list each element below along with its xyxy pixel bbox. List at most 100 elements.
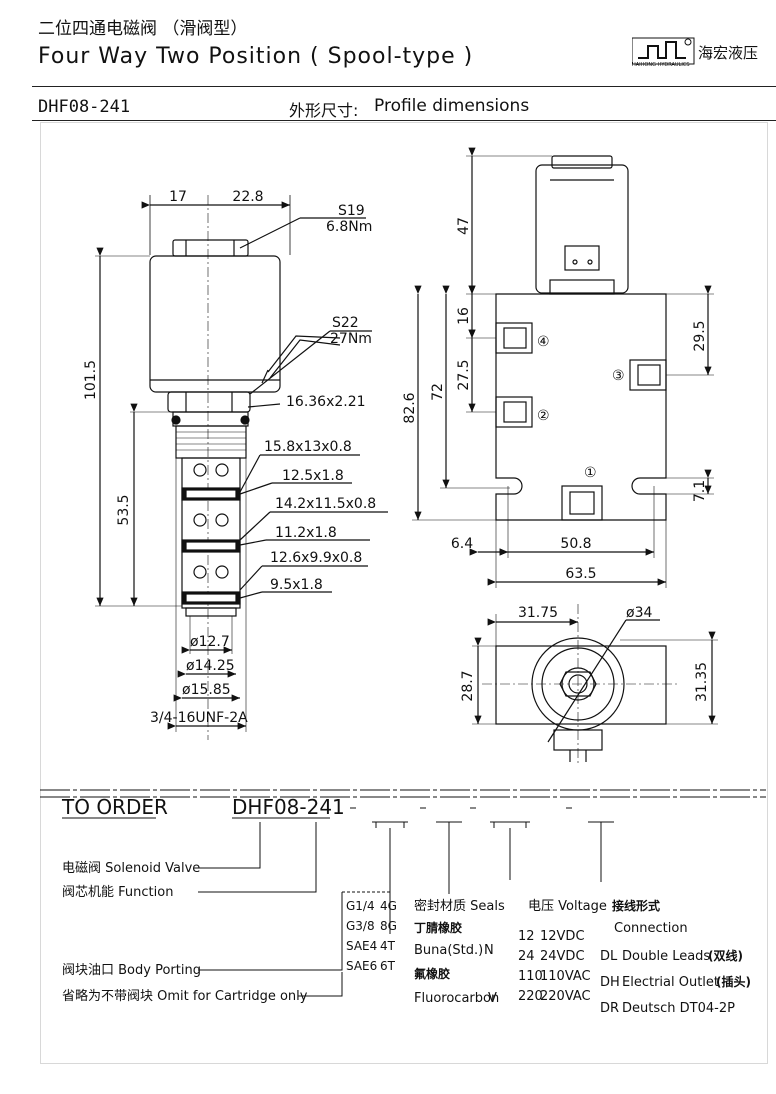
- svg-text:Double Leads: Double Leads: [622, 949, 710, 964]
- dim-27-5: 27.5: [456, 359, 472, 390]
- function-label: 阀芯机能 Function: [62, 885, 173, 900]
- to-order-label: TO ORDER: [61, 795, 168, 819]
- dim-28-7: 28.7: [460, 670, 476, 701]
- svg-text:Electrial Outlet: Electrial Outlet: [622, 975, 719, 990]
- svg-text:Deutsch DT04-2P: Deutsch DT04-2P: [622, 1001, 735, 1016]
- svg-text:4T: 4T: [380, 939, 396, 953]
- svg-text:氟橡胶: 氟橡胶: [414, 966, 450, 981]
- seal-4: 14.2x11.5x0.8: [275, 496, 376, 512]
- ordering-text: TO ORDER DHF08-241 电磁阀 Solenoid Valve 阀芯…: [61, 795, 751, 1016]
- svg-text:SAE6: SAE6: [346, 959, 377, 973]
- right-view-labels: 47 16 27.5 72 82.6 29.5 7.1 6.4 50.8 63.…: [402, 217, 708, 582]
- seal-3: 12.5x1.8: [282, 468, 344, 484]
- svg-text:G3/8: G3/8: [346, 919, 375, 933]
- seal-5: 11.2x1.8: [275, 525, 337, 541]
- profile-label-english: Profile dimensions: [374, 96, 530, 116]
- omit-label: 省略为不带阀块 Omit for Cartridge only: [62, 988, 308, 1004]
- port-2: ②: [537, 408, 550, 424]
- svg-text:G1/4: G1/4: [346, 899, 375, 913]
- svg-text:V: V: [488, 991, 497, 1006]
- logo-text-english: HAIHONG HYDRAULICS: [632, 62, 690, 68]
- dim-63-5: 63.5: [565, 566, 596, 582]
- svg-text:Buna(Std.): Buna(Std.): [414, 943, 483, 958]
- bottom-view-block: [472, 604, 718, 766]
- thread-spec: 3/4-16UNF-2A: [150, 710, 248, 726]
- svg-text:4G: 4G: [380, 899, 397, 913]
- dim-6-4: 6.4: [451, 536, 473, 552]
- svg-text:DR: DR: [600, 1001, 619, 1016]
- company-logo: [631, 34, 756, 68]
- seals-title: 密封材质 Seals: [414, 898, 505, 914]
- s22-label: S22: [332, 315, 359, 331]
- svg-text:12VDC: 12VDC: [540, 929, 585, 944]
- port-4: ④: [537, 334, 550, 350]
- solenoid-valve-label: 电磁阀 Solenoid Valve: [62, 861, 200, 876]
- seal-7: 9.5x1.8: [270, 577, 323, 593]
- order-model: DHF08-241: [232, 795, 345, 819]
- header-rule-bottom: [32, 120, 776, 121]
- dim-72: 72: [430, 383, 446, 401]
- svg-text:N: N: [484, 943, 494, 958]
- height-total: 101.5: [83, 360, 99, 400]
- left-view-cartridge: [95, 195, 388, 740]
- svg-text:8G: 8G: [380, 919, 397, 933]
- svg-text:(插头): (插头): [716, 974, 751, 989]
- title-chinese: 二位四通电磁阀 （滑阀型）: [38, 19, 248, 39]
- dia-1: ø12.7: [190, 634, 230, 650]
- dim-29-5: 29.5: [692, 320, 708, 351]
- s22-torque: 27Nm: [330, 331, 372, 347]
- port-3: ③: [612, 368, 625, 384]
- svg-text:丁腈橡胶: 丁腈橡胶: [414, 920, 462, 935]
- dia-2: ø14.25: [186, 658, 235, 674]
- dim-dia34: ø34: [626, 605, 652, 621]
- dim-16: 16: [456, 307, 472, 325]
- dim-top-left: 17: [169, 189, 187, 205]
- svg-text:DH: DH: [600, 975, 620, 990]
- drawing-frame: [40, 122, 768, 1064]
- svg-text:SAE4: SAE4: [346, 939, 377, 953]
- dim-top-right: 22.8: [232, 189, 263, 205]
- port-1: ①: [584, 465, 597, 481]
- dia-3: ø15.85: [182, 682, 231, 698]
- dim-82-6: 82.6: [402, 392, 418, 423]
- svg-text:110VAC: 110VAC: [540, 969, 591, 984]
- seal-1: 16.36x2.21: [286, 394, 366, 410]
- height-lower: 53.5: [116, 494, 132, 525]
- svg-text:(双线): (双线): [708, 948, 743, 963]
- svg-text:220: 220: [518, 989, 543, 1004]
- seal-6: 12.6x9.9x0.8: [270, 550, 362, 566]
- svg-text:接线形式: 接线形式: [612, 898, 660, 913]
- svg-text:110: 110: [518, 969, 543, 984]
- body-porting-label: 阀块油口 Body Porting: [62, 963, 201, 978]
- svg-text:Fluorocarbon: Fluorocarbon: [414, 991, 499, 1006]
- ordering-lines: [40, 789, 766, 997]
- s19-torque: 6.8Nm: [326, 219, 372, 235]
- svg-text:220VAC: 220VAC: [540, 989, 591, 1004]
- s19-label: S19: [338, 203, 365, 219]
- dim-31-75: 31.75: [518, 605, 558, 621]
- voltage-title: 电压 Voltage: [528, 899, 607, 914]
- profile-label-chinese: 外形尺寸:: [289, 101, 359, 120]
- seal-2: 15.8x13x0.8: [264, 439, 352, 455]
- dim-47: 47: [456, 217, 472, 235]
- connection-title: Connection: [614, 921, 688, 936]
- dim-31-35: 31.35: [694, 662, 710, 702]
- svg-text:6T: 6T: [380, 959, 396, 973]
- model-number: DHF08-241: [38, 97, 131, 117]
- dim-50-8: 50.8: [560, 536, 591, 552]
- title-english: Four Way Two Position ( Spool-type ): [38, 44, 474, 69]
- svg-text:12: 12: [518, 929, 535, 944]
- left-view-labels: 17 22.8 S19 6.8Nm S22 27Nm 101.5 53.5 16…: [83, 189, 376, 726]
- svg-text:24VDC: 24VDC: [540, 949, 585, 964]
- right-view-block: [412, 147, 714, 588]
- svg-text:DL: DL: [600, 949, 618, 964]
- dim-7-1: 7.1: [692, 480, 708, 502]
- svg-text:24: 24: [518, 949, 535, 964]
- logo-text-chinese: 海宏液压: [698, 44, 759, 62]
- seals-options: 密封材质 Seals 丁腈橡胶 Buna(Std.) N 氟橡胶 Fluoroc…: [414, 898, 505, 1006]
- header-rule-top: [32, 86, 776, 87]
